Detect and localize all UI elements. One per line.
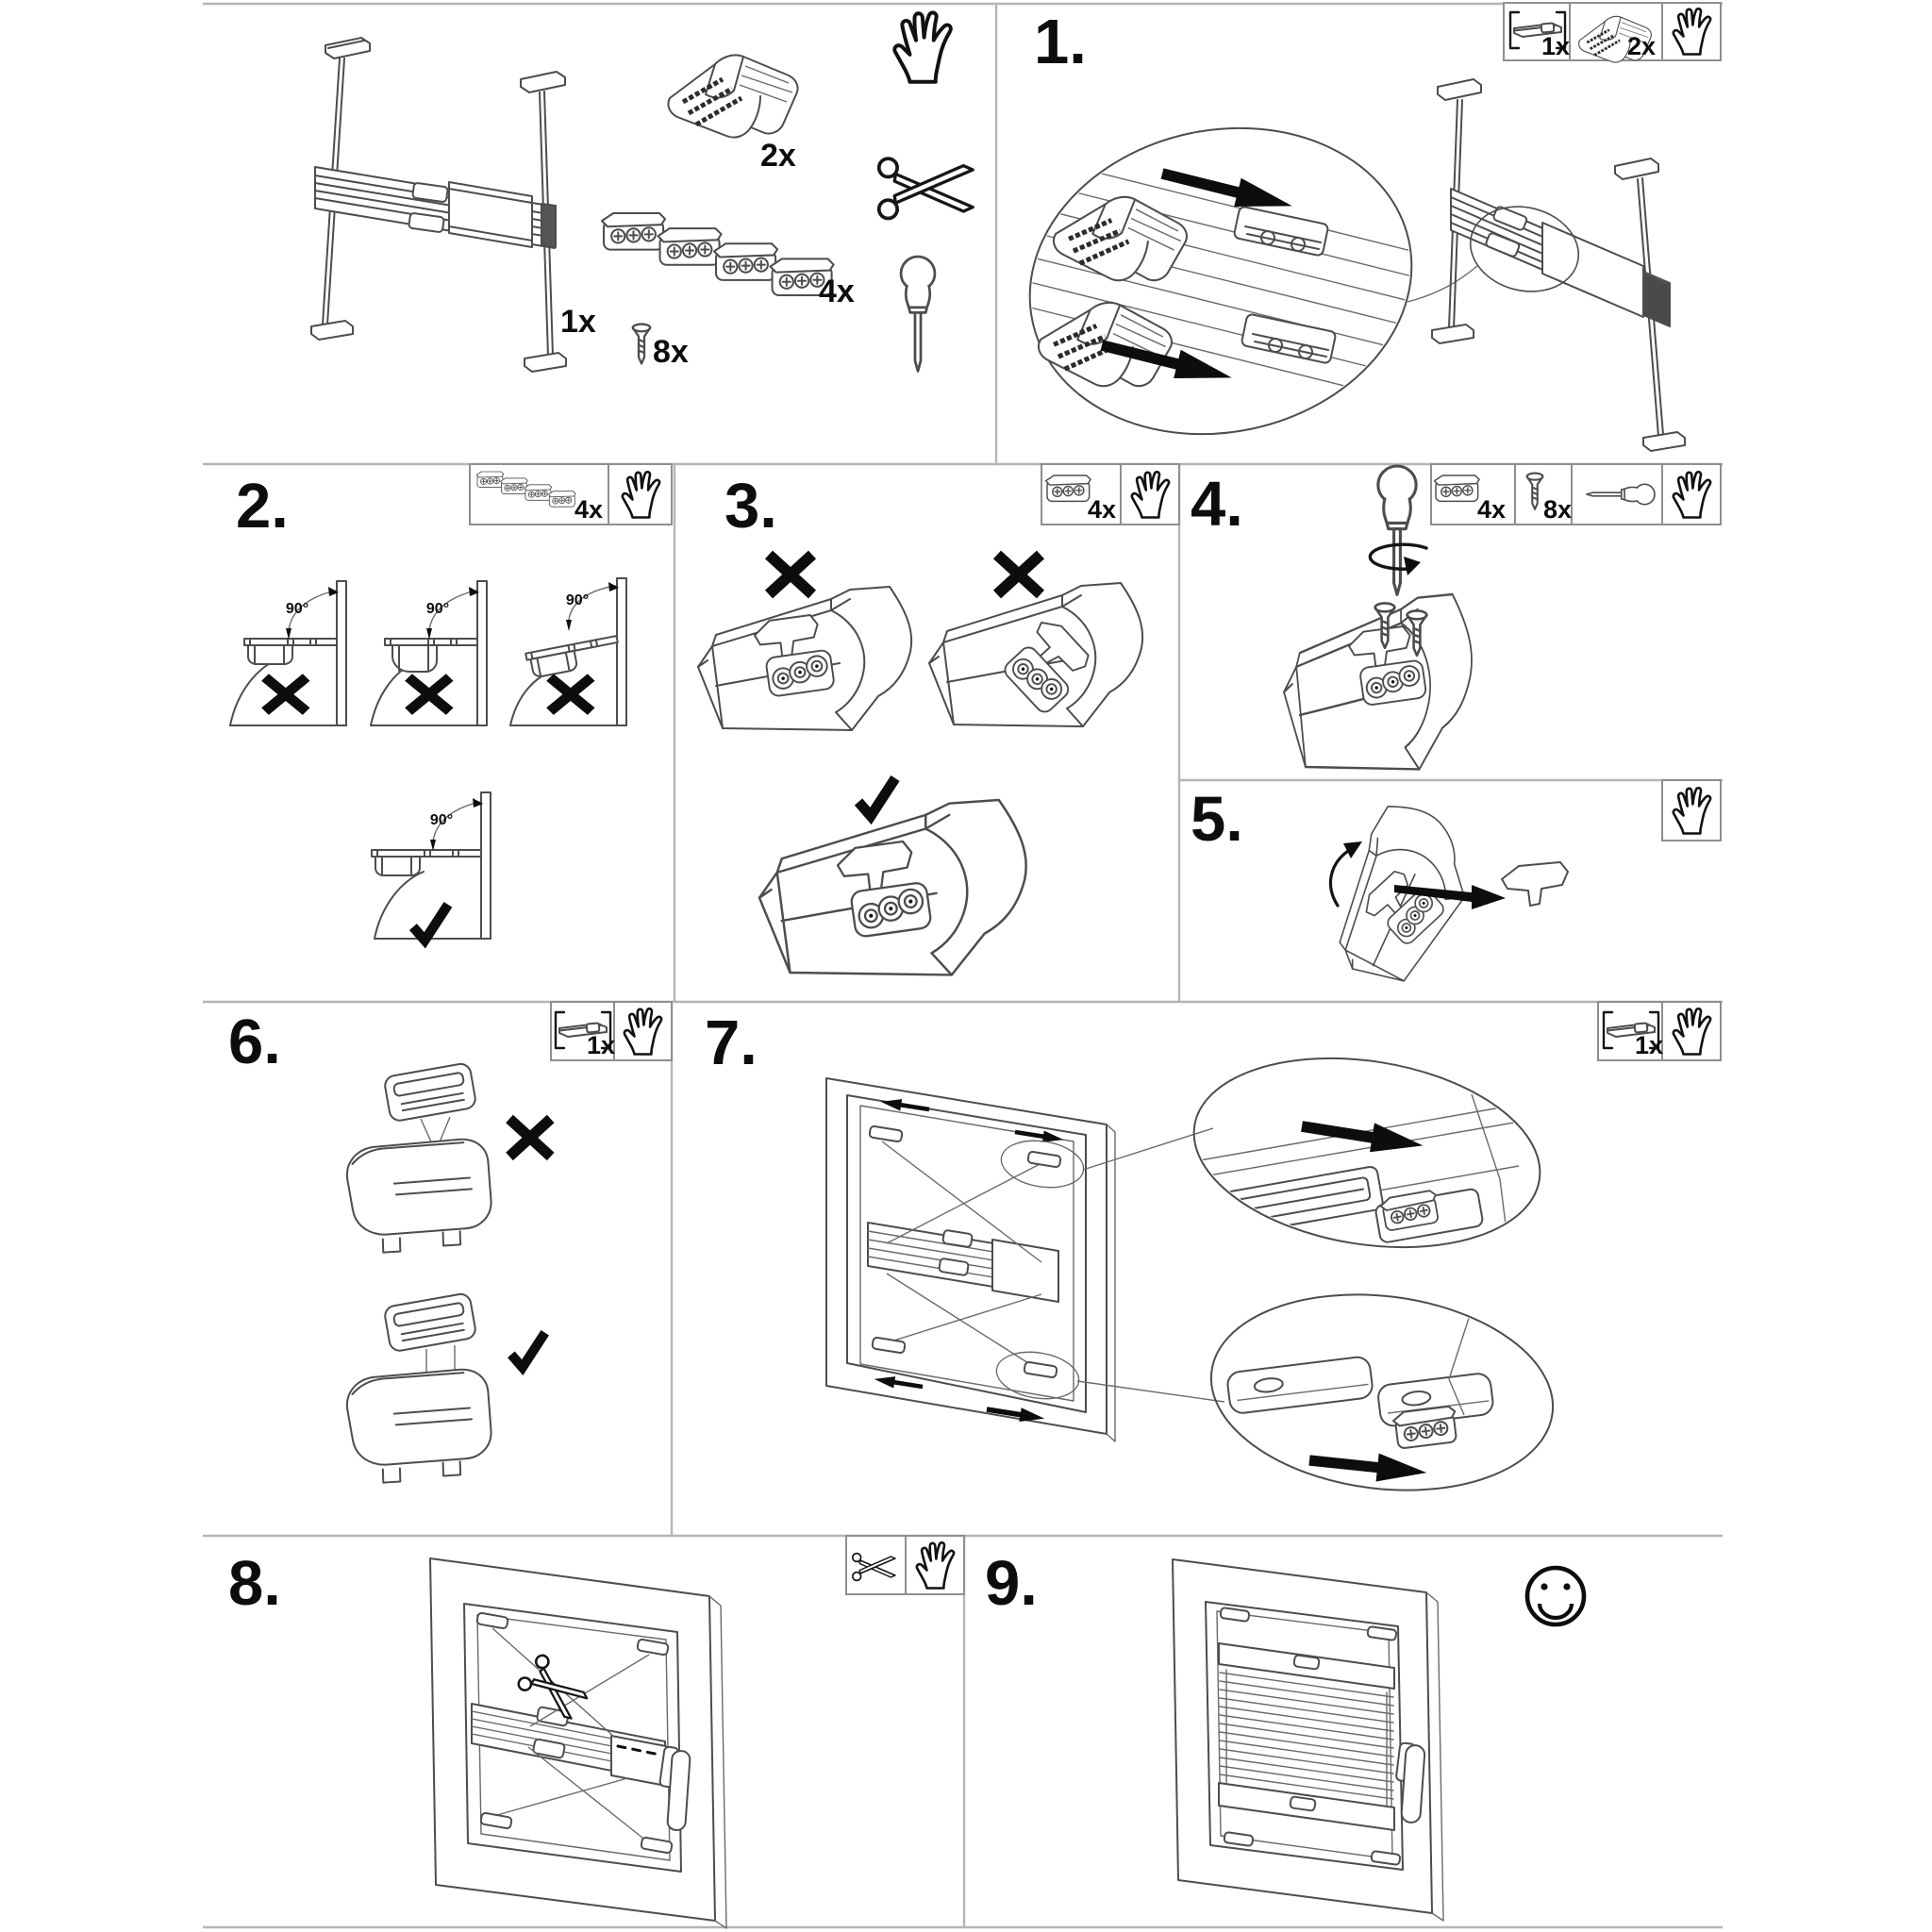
svg-text:9.: 9. [985, 1548, 1038, 1619]
svg-text:3.: 3. [724, 471, 777, 541]
svg-text:1x: 1x [1541, 32, 1570, 60]
svg-text:4x: 4x [819, 274, 855, 309]
svg-text:4x: 4x [1477, 495, 1506, 524]
svg-text:8x: 8x [1543, 495, 1572, 524]
svg-text:2x: 2x [760, 138, 796, 174]
svg-text:1x: 1x [560, 304, 596, 340]
svg-text:90°: 90° [426, 601, 449, 617]
svg-text:8x: 8x [653, 334, 689, 370]
svg-text:6.: 6. [228, 1007, 281, 1077]
svg-text:4x: 4x [1088, 495, 1116, 524]
svg-text:90°: 90° [566, 592, 589, 608]
svg-text:1x: 1x [1635, 1031, 1663, 1059]
svg-text:1.: 1. [1034, 7, 1087, 77]
svg-text:7.: 7. [705, 1008, 758, 1078]
svg-text:8.: 8. [228, 1548, 281, 1619]
svg-text:90°: 90° [430, 812, 453, 828]
svg-text:1x: 1x [587, 1031, 615, 1059]
svg-text:4x: 4x [575, 495, 603, 524]
svg-text:5.: 5. [1191, 784, 1243, 855]
svg-text:2x: 2x [1627, 32, 1656, 60]
svg-text:2.: 2. [236, 471, 289, 541]
svg-text:4.: 4. [1191, 469, 1243, 540]
svg-text:90°: 90° [286, 601, 308, 617]
